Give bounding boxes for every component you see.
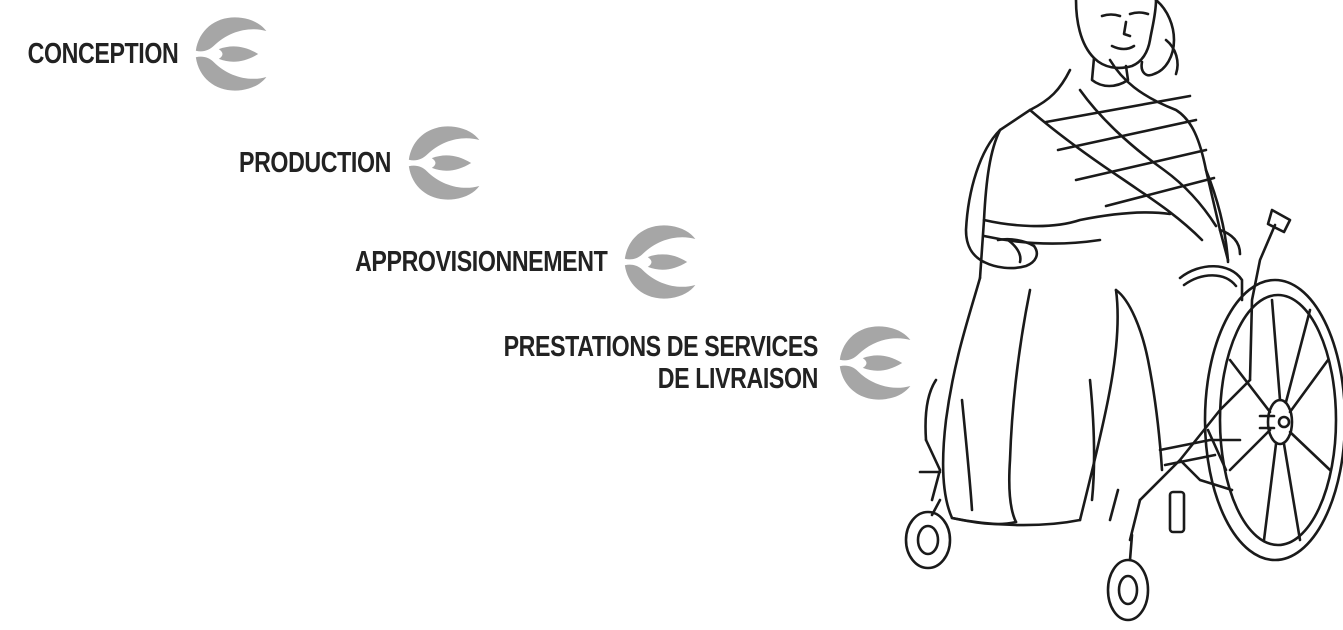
front-casters bbox=[904, 498, 1150, 622]
chevron-arrow-icon bbox=[839, 326, 911, 400]
step-prestations-livraison: PRESTATIONS DE SERVICES DE LIVRAISON bbox=[468, 322, 912, 404]
saree-lower bbox=[941, 276, 1164, 527]
step-label-prestations-livraison: PRESTATIONS DE SERVICES DE LIVRAISON bbox=[503, 330, 819, 396]
woman-in-wheelchair-illustration bbox=[904, 0, 1343, 622]
step-label-production: PRODUCTION bbox=[239, 146, 391, 179]
torso bbox=[978, 58, 1230, 280]
step-label-line-2: DE LIVRAISON bbox=[657, 363, 819, 395]
arms bbox=[964, 128, 1242, 270]
step-label-approvisionnement: APPROVISIONNEMENT bbox=[354, 245, 608, 278]
wheelchair-frame bbox=[918, 208, 1292, 542]
rear-wheel bbox=[1203, 278, 1343, 562]
head bbox=[1074, 0, 1179, 88]
step-label-conception: CONCEPTION bbox=[27, 37, 178, 70]
step-label-line-1: PRESTATIONS DE SERVICES bbox=[503, 330, 819, 363]
step-conception: CONCEPTION bbox=[8, 13, 268, 95]
step-approvisionnement: APPROVISIONNEMENT bbox=[312, 221, 697, 303]
chevron-arrow-icon bbox=[195, 17, 267, 91]
chevron-arrow-icon bbox=[408, 126, 480, 200]
chevron-arrow-icon bbox=[624, 225, 696, 299]
step-production: PRODUCTION bbox=[216, 122, 481, 204]
